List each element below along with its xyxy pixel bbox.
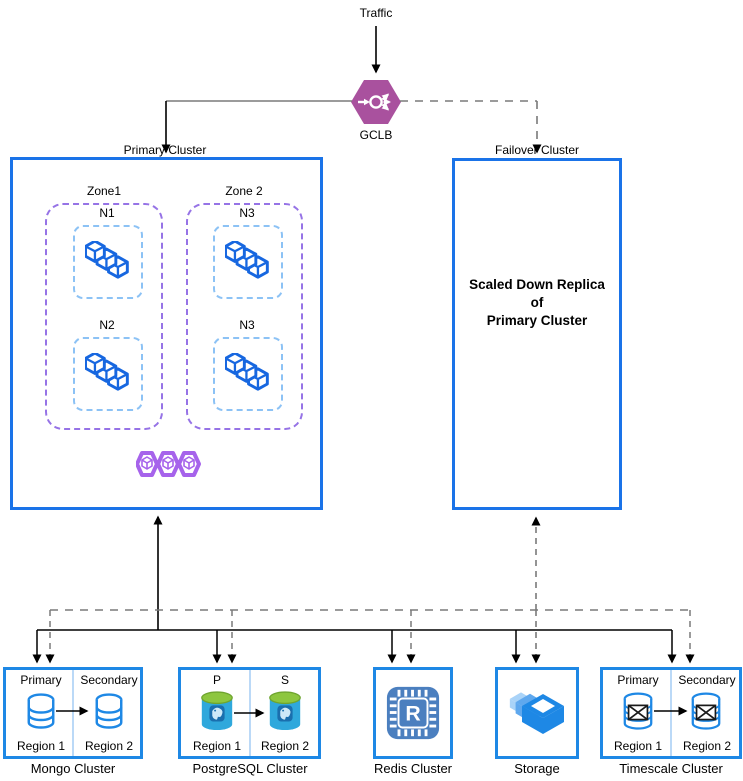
- failover-description-line2: of: [530, 295, 544, 310]
- region-divider: [670, 670, 672, 756]
- node-n3a-box: [213, 225, 283, 299]
- timescale-cluster-label: Timescale Cluster: [619, 761, 723, 776]
- workloads-icon: [225, 241, 271, 281]
- timescale-primary-db-icon: [621, 692, 655, 732]
- failover-description: Scaled Down Replica of Primary Cluster: [455, 276, 619, 330]
- zone2-box: [186, 203, 303, 430]
- postgres-secondary-label: S: [280, 673, 290, 687]
- postgres-region1-label: Region 1: [192, 739, 242, 753]
- timescale-region2-label: Region 2: [682, 739, 732, 753]
- workloads-icon: [85, 241, 131, 281]
- failover-cluster-title: Failover Cluster: [494, 143, 580, 157]
- failover-cluster-box: Scaled Down Replica of Primary Cluster: [452, 158, 622, 510]
- redis-cluster-label: Redis Cluster: [373, 761, 453, 776]
- gke-hexagon-cluster-icon: [136, 448, 202, 480]
- timescale-primary-label: Primary: [617, 673, 659, 687]
- redis-letter: R: [405, 702, 420, 726]
- failover-description-line3: Primary Cluster: [486, 313, 588, 328]
- traffic-label: Traffic: [359, 6, 393, 20]
- storage-label: Storage: [514, 761, 560, 776]
- timescale-cluster-box: Primary Secondary Region 1 Region 2: [600, 667, 742, 759]
- mongo-region1-label: Region 1: [16, 739, 66, 753]
- mongo-region2-label: Region 2: [84, 739, 134, 753]
- mongo-secondary-label: Secondary: [80, 673, 138, 687]
- mongo-cluster-box: Primary Secondary Region 1 Region 2: [3, 667, 143, 759]
- postgres-region2-label: Region 2: [260, 739, 310, 753]
- zone1-box: [45, 203, 163, 430]
- zone1-label: Zone1: [86, 184, 122, 198]
- timescale-region1-label: Region 1: [613, 739, 663, 753]
- redis-cluster-box: R: [373, 667, 453, 759]
- region-divider: [72, 670, 74, 756]
- postgres-primary-db-icon: [198, 690, 236, 734]
- mongo-primary-db-icon: [25, 692, 57, 732]
- postgresql-cluster-label: PostgreSQL Cluster: [192, 761, 308, 776]
- zone2-label: Zone 2: [225, 184, 263, 198]
- workloads-icon: [85, 353, 131, 393]
- postgresql-cluster-box: P S Region 1 Region 2: [178, 667, 321, 759]
- primary-cluster-title: Primary Cluster: [123, 143, 207, 157]
- region-divider: [249, 670, 251, 756]
- node-n2-label: N2: [99, 318, 115, 332]
- storage-icon: [505, 685, 569, 741]
- postgres-secondary-db-icon: [266, 690, 304, 734]
- node-n3a-label: N3: [239, 206, 255, 220]
- node-n3b-box: [213, 337, 283, 411]
- primary-cluster-box: Zone1 Zone 2 N1 N2 N3 N3: [10, 157, 323, 510]
- redis-chip-icon: R: [385, 685, 441, 741]
- timescale-secondary-label: Secondary: [678, 673, 736, 687]
- node-n1-box: [73, 225, 143, 299]
- node-n1-label: N1: [99, 206, 115, 220]
- node-n3b-label: N3: [239, 318, 255, 332]
- gclb-load-balancer-icon: [350, 79, 402, 125]
- postgres-primary-label: P: [212, 673, 222, 687]
- mongo-secondary-db-icon: [93, 692, 125, 732]
- failover-description-line1: Scaled Down Replica: [469, 277, 605, 292]
- timescale-secondary-db-icon: [689, 692, 723, 732]
- mongo-primary-label: Primary: [20, 673, 62, 687]
- node-n2-box: [73, 337, 143, 411]
- storage-box: [495, 667, 579, 759]
- workloads-icon: [225, 353, 271, 393]
- mongo-cluster-label: Mongo Cluster: [30, 761, 116, 776]
- gclb-label: GCLB: [359, 128, 393, 142]
